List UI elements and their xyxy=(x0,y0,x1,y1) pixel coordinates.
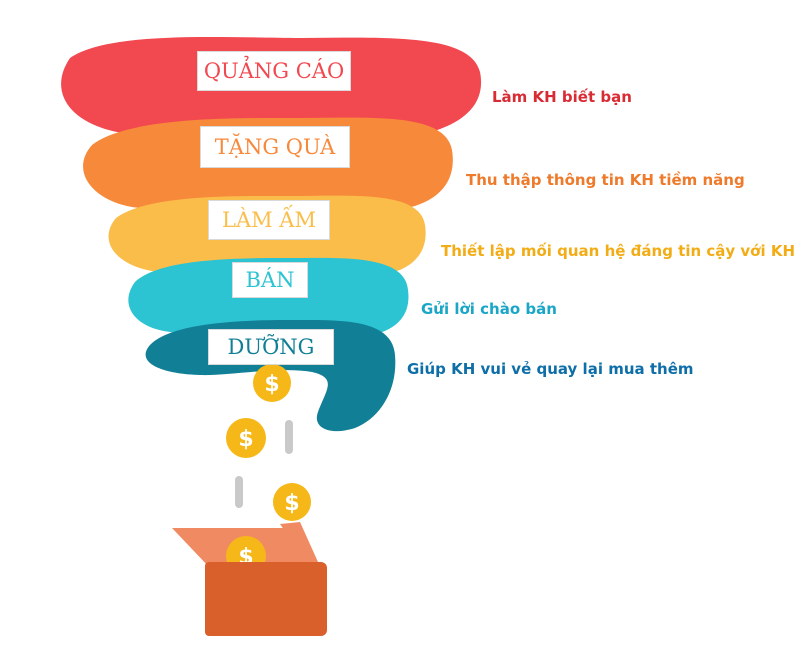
coin-top: $ xyxy=(253,364,291,402)
stage-label-quang-cao: QUẢNG CÁO xyxy=(197,51,351,91)
stage-label-lam-am: LÀM ẤM xyxy=(208,200,330,240)
stage-label-tang-qua: TẶNG QUÀ xyxy=(200,126,350,168)
stage-label-duong: DƯỠNG xyxy=(208,329,334,365)
coin-middle-right: $ xyxy=(273,483,311,521)
falling-bar-1 xyxy=(285,420,293,454)
coin-middle-left: $ xyxy=(226,418,266,458)
stage-desc-duong: Giúp KH vui vẻ quay lại mua thêm xyxy=(407,360,694,378)
coin-symbol-1: $ xyxy=(264,372,279,397)
coin-symbol-2: $ xyxy=(238,427,253,452)
stage-desc-quang-cao: Làm KH biết bạn xyxy=(492,88,632,106)
stage-desc-tang-qua: Thu thập thông tin KH tiềm năng xyxy=(466,171,745,189)
stage-label-ban: BÁN xyxy=(232,262,308,298)
box-lid-right xyxy=(280,522,318,564)
box-side-shade xyxy=(205,562,219,636)
stage-desc-lam-am: Thiết lập mối quan hệ đáng tin cậy với K… xyxy=(441,242,796,260)
coin-symbol-3: $ xyxy=(284,491,299,516)
box-body xyxy=(205,562,327,636)
stage-desc-ban: Gửi lời chào bán xyxy=(421,300,557,318)
falling-bar-2 xyxy=(235,476,243,508)
